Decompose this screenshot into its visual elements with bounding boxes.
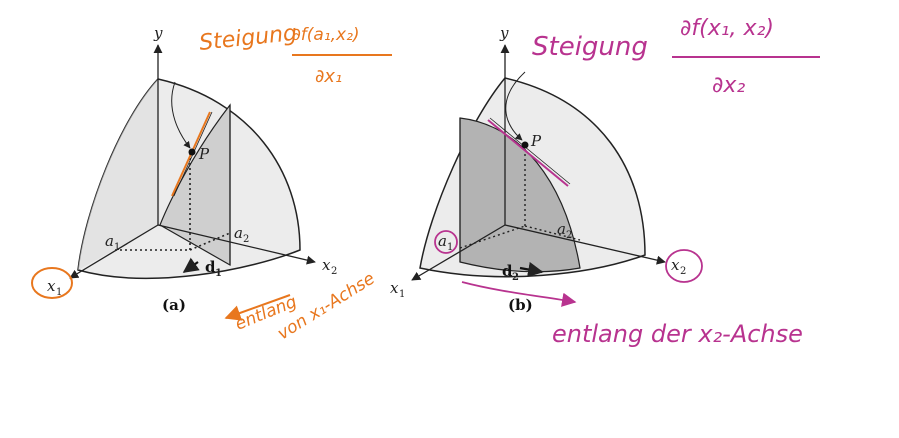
label-a2-sub-a: 2 <box>243 234 249 245</box>
axis-x1-b <box>411 224 506 281</box>
axis-label-x2-a: x <box>322 256 331 274</box>
axis-label-x2-sub-b: 2 <box>680 266 686 277</box>
axis-x2-b <box>504 224 666 265</box>
panel-a: y P a 1 a 2 d 1 x 2 x 1 (a) <box>31 24 337 314</box>
direction-arrow-d1 <box>182 257 200 273</box>
point-p-a <box>188 148 196 156</box>
axis-label-x2-b: x <box>671 256 680 274</box>
point-p-b <box>521 141 529 149</box>
purple-circle-x2 <box>665 249 703 283</box>
caption-a: (a) <box>162 296 186 314</box>
orange-steigung: Steigung <box>198 21 298 56</box>
axis-label-x2-sub-a: 2 <box>331 266 337 277</box>
label-a1-b: a <box>438 232 447 250</box>
purple-fraction-den: ∂x₂ <box>712 73 745 98</box>
orange-circle-x1 <box>31 267 73 299</box>
annotation-purple: Steigung ∂f(x₁, x₂) ∂x₂ entlang der x₂-A… <box>461 16 820 348</box>
axis-label-x1-b: x <box>390 279 399 297</box>
purple-steigung: Steigung <box>532 32 648 62</box>
axis-label-x1-a: x <box>47 277 56 295</box>
purple-along: entlang der x₂-Achse <box>552 320 803 348</box>
label-a1-sub-a: 1 <box>114 242 120 253</box>
label-a2-b: a <box>557 220 566 238</box>
tangent-line-b <box>487 119 569 187</box>
label-a2-a: a <box>234 224 243 242</box>
direction-arrow-d2 <box>519 261 544 278</box>
orange-fraction-num: ∂f(a₁,x₂) <box>292 25 360 45</box>
label-d-sub-a: 1 <box>215 268 222 279</box>
orange-fraction-den: ∂x₁ <box>315 66 342 87</box>
panel-b: y P a 1 a 2 d 2 x 2 x 1 (b) <box>390 24 703 314</box>
axis-label-x1-sub-b: 1 <box>399 289 405 300</box>
axis-x1-a <box>69 224 159 279</box>
axis-x2-a <box>157 224 316 265</box>
label-a1-a: a <box>105 232 114 250</box>
point-label-p-b: P <box>530 132 542 150</box>
caption-b: (b) <box>508 296 533 314</box>
label-d-sub-b: 2 <box>512 272 519 283</box>
label-a2-sub-b: 2 <box>566 230 572 241</box>
axis-label-y-a: y <box>153 24 163 42</box>
point-label-p-a: P <box>198 145 210 163</box>
label-d-b: d <box>502 262 513 280</box>
label-a1-sub-b: 1 <box>447 242 453 253</box>
axis-label-y-b: y <box>499 24 509 42</box>
purple-circle-a1 <box>434 230 458 254</box>
surface-a-shading <box>78 79 160 270</box>
purple-fraction-num: ∂f(x₁, x₂) <box>680 16 774 41</box>
axis-label-x1-sub-a: 1 <box>56 287 62 298</box>
label-d-a: d <box>205 258 216 276</box>
